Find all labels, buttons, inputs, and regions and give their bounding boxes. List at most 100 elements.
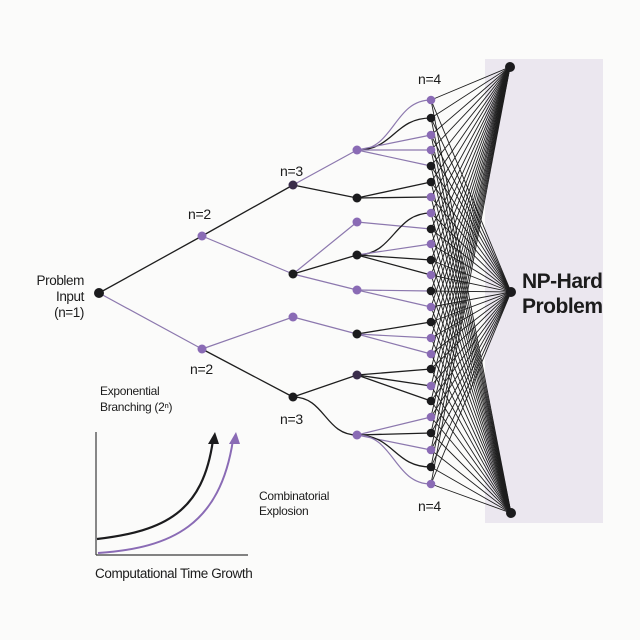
tree-edge: [201, 235, 294, 275]
purple-growth-arrowhead: [229, 432, 240, 444]
level-4-bottom-label: n=4: [418, 498, 441, 514]
convergence-edge: [430, 416, 512, 514]
tree-edge: [356, 149, 432, 167]
convergence-edge: [430, 66, 511, 418]
tree-edge: [201, 348, 294, 398]
convergence-edge: [430, 149, 512, 514]
convergence-edge: [430, 243, 512, 293]
tree-edge: [356, 432, 432, 436]
tree-edge: [356, 368, 432, 376]
convergence-edge: [430, 66, 511, 119]
tree-edge: [201, 316, 294, 350]
tree-node: [197, 231, 207, 241]
leaf-node: [426, 113, 436, 123]
leaf-node: [426, 364, 436, 374]
tree-edge: [356, 434, 432, 485]
leaf-node: [426, 177, 436, 187]
convergence-edge: [430, 66, 511, 468]
convergence-edge: [430, 66, 511, 355]
convergence-edge: [430, 66, 511, 292]
leaf-node: [426, 302, 436, 312]
tree-edge: [356, 289, 432, 308]
convergence-edge: [430, 99, 512, 293]
root-label-line-2: Input: [56, 289, 85, 304]
convergence-edge: [430, 385, 512, 514]
convergence-edge: [430, 228, 512, 293]
tree-edge: [356, 181, 432, 199]
convergence-edge: [430, 134, 512, 514]
convergence-edge: [430, 66, 511, 451]
convergence-edge: [430, 165, 512, 514]
tree-edge: [292, 184, 358, 199]
convergence-edge: [430, 99, 512, 514]
node-layer: [94, 62, 516, 518]
tree-edge: [356, 416, 432, 436]
convergence-edge: [430, 212, 512, 293]
leaf-node: [426, 130, 436, 140]
tree-edge: [356, 212, 432, 256]
convergence-edge: [430, 291, 512, 485]
convergence-edge: [430, 66, 511, 402]
tree-node: [352, 430, 362, 440]
leaf-node: [426, 286, 436, 296]
convergence-edge: [430, 290, 512, 293]
convergence-edge: [430, 483, 512, 514]
tree-edge: [356, 321, 432, 335]
tree-edge: [356, 289, 432, 292]
level-4-top-label: n=4: [418, 71, 441, 87]
leaf-node: [426, 462, 436, 472]
tree-node: [352, 329, 362, 339]
leaf-node: [426, 270, 436, 280]
convergence-edge: [430, 400, 512, 514]
convergence-edge: [430, 212, 512, 514]
convergence-edge: [430, 321, 512, 514]
leaf-node: [426, 381, 436, 391]
convergence-edge: [430, 291, 512, 308]
level-3-top-label: n=3: [280, 163, 303, 179]
tree-edge: [201, 184, 294, 237]
tree-edge: [292, 396, 358, 436]
convergence-edge: [430, 66, 511, 308]
tree-edge: [356, 333, 432, 339]
leaf-node: [426, 208, 436, 218]
np-hard-title-line-1: NP-Hard: [522, 270, 603, 293]
black-growth-curve: [96, 439, 215, 541]
convergence-edge: [430, 228, 512, 514]
convergence-edge: [430, 117, 512, 293]
convergence-edge: [430, 181, 512, 293]
convergence-edge: [430, 66, 511, 276]
convergence-edge: [430, 66, 511, 167]
leaf-node: [426, 224, 436, 234]
tree-node: [288, 392, 298, 402]
np-hard-node: [506, 287, 516, 297]
tree-edge: [292, 374, 358, 398]
convergence-edge: [430, 66, 511, 101]
convergence-edge: [430, 243, 512, 514]
convergence-edge: [430, 66, 511, 339]
convergence-edge: [430, 196, 512, 293]
combinatorial-label-line-2: Explosion: [259, 504, 308, 518]
root-label-line-3: (n=1): [54, 305, 84, 320]
convergence-edge: [430, 66, 511, 370]
tree-edge: [292, 221, 358, 275]
convergence-edge: [430, 66, 511, 230]
convergence-edge: [430, 66, 511, 245]
leaf-node: [426, 349, 436, 359]
convergence-edge: [430, 337, 512, 514]
tree-edge: [356, 134, 432, 151]
convergence-edge: [430, 165, 512, 293]
tree-edge: [356, 221, 432, 230]
tree-edge: [356, 374, 432, 387]
tree-edge: [356, 196, 432, 199]
edge-layer: [98, 99, 432, 485]
leaf-node: [426, 317, 436, 327]
convergence-edge: [430, 66, 511, 387]
leaf-node: [426, 239, 436, 249]
convergence-edge: [430, 181, 512, 514]
black-growth-arrowhead: [208, 432, 219, 444]
leaf-node: [426, 396, 436, 406]
tree-node: [288, 269, 298, 279]
convergence-edge-layer: [430, 66, 512, 514]
np-hard-node: [506, 508, 516, 518]
tree-edge: [292, 273, 358, 291]
